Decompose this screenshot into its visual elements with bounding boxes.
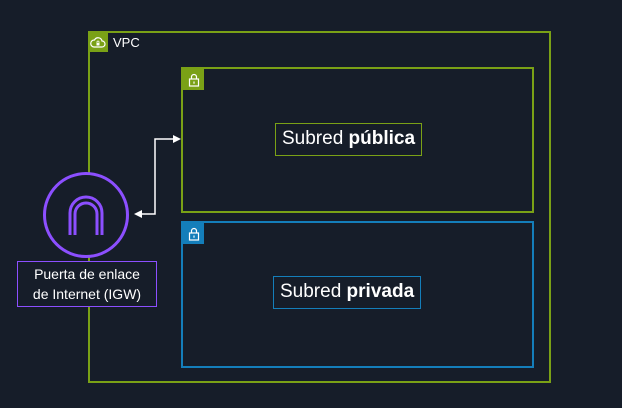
lock-icon	[183, 69, 204, 90]
internet-gateway-label: Puerta de enlace de Internet (IGW)	[17, 261, 157, 307]
lock-icon	[183, 223, 204, 244]
private-subnet-title: Subred privada	[273, 276, 422, 309]
public-subnet-title: Subred pública	[275, 123, 423, 156]
private-subnet	[181, 221, 534, 368]
public-subnet-title-prefix: Subred	[282, 128, 349, 149]
private-subnet-title-prefix: Subred	[280, 281, 347, 302]
internet-gateway-icon	[43, 172, 129, 258]
internet-gateway-label-line2: de Internet (IGW)	[32, 286, 142, 302]
public-subnet-title-bold: pública	[348, 128, 416, 149]
public-subnet	[181, 67, 534, 213]
internet-gateway-label-line1: Puerta de enlace	[34, 266, 140, 282]
private-subnet-title-bold: privada	[346, 281, 415, 302]
cloud-lock-icon	[88, 33, 108, 52]
vpc-label: VPC	[113, 35, 140, 50]
